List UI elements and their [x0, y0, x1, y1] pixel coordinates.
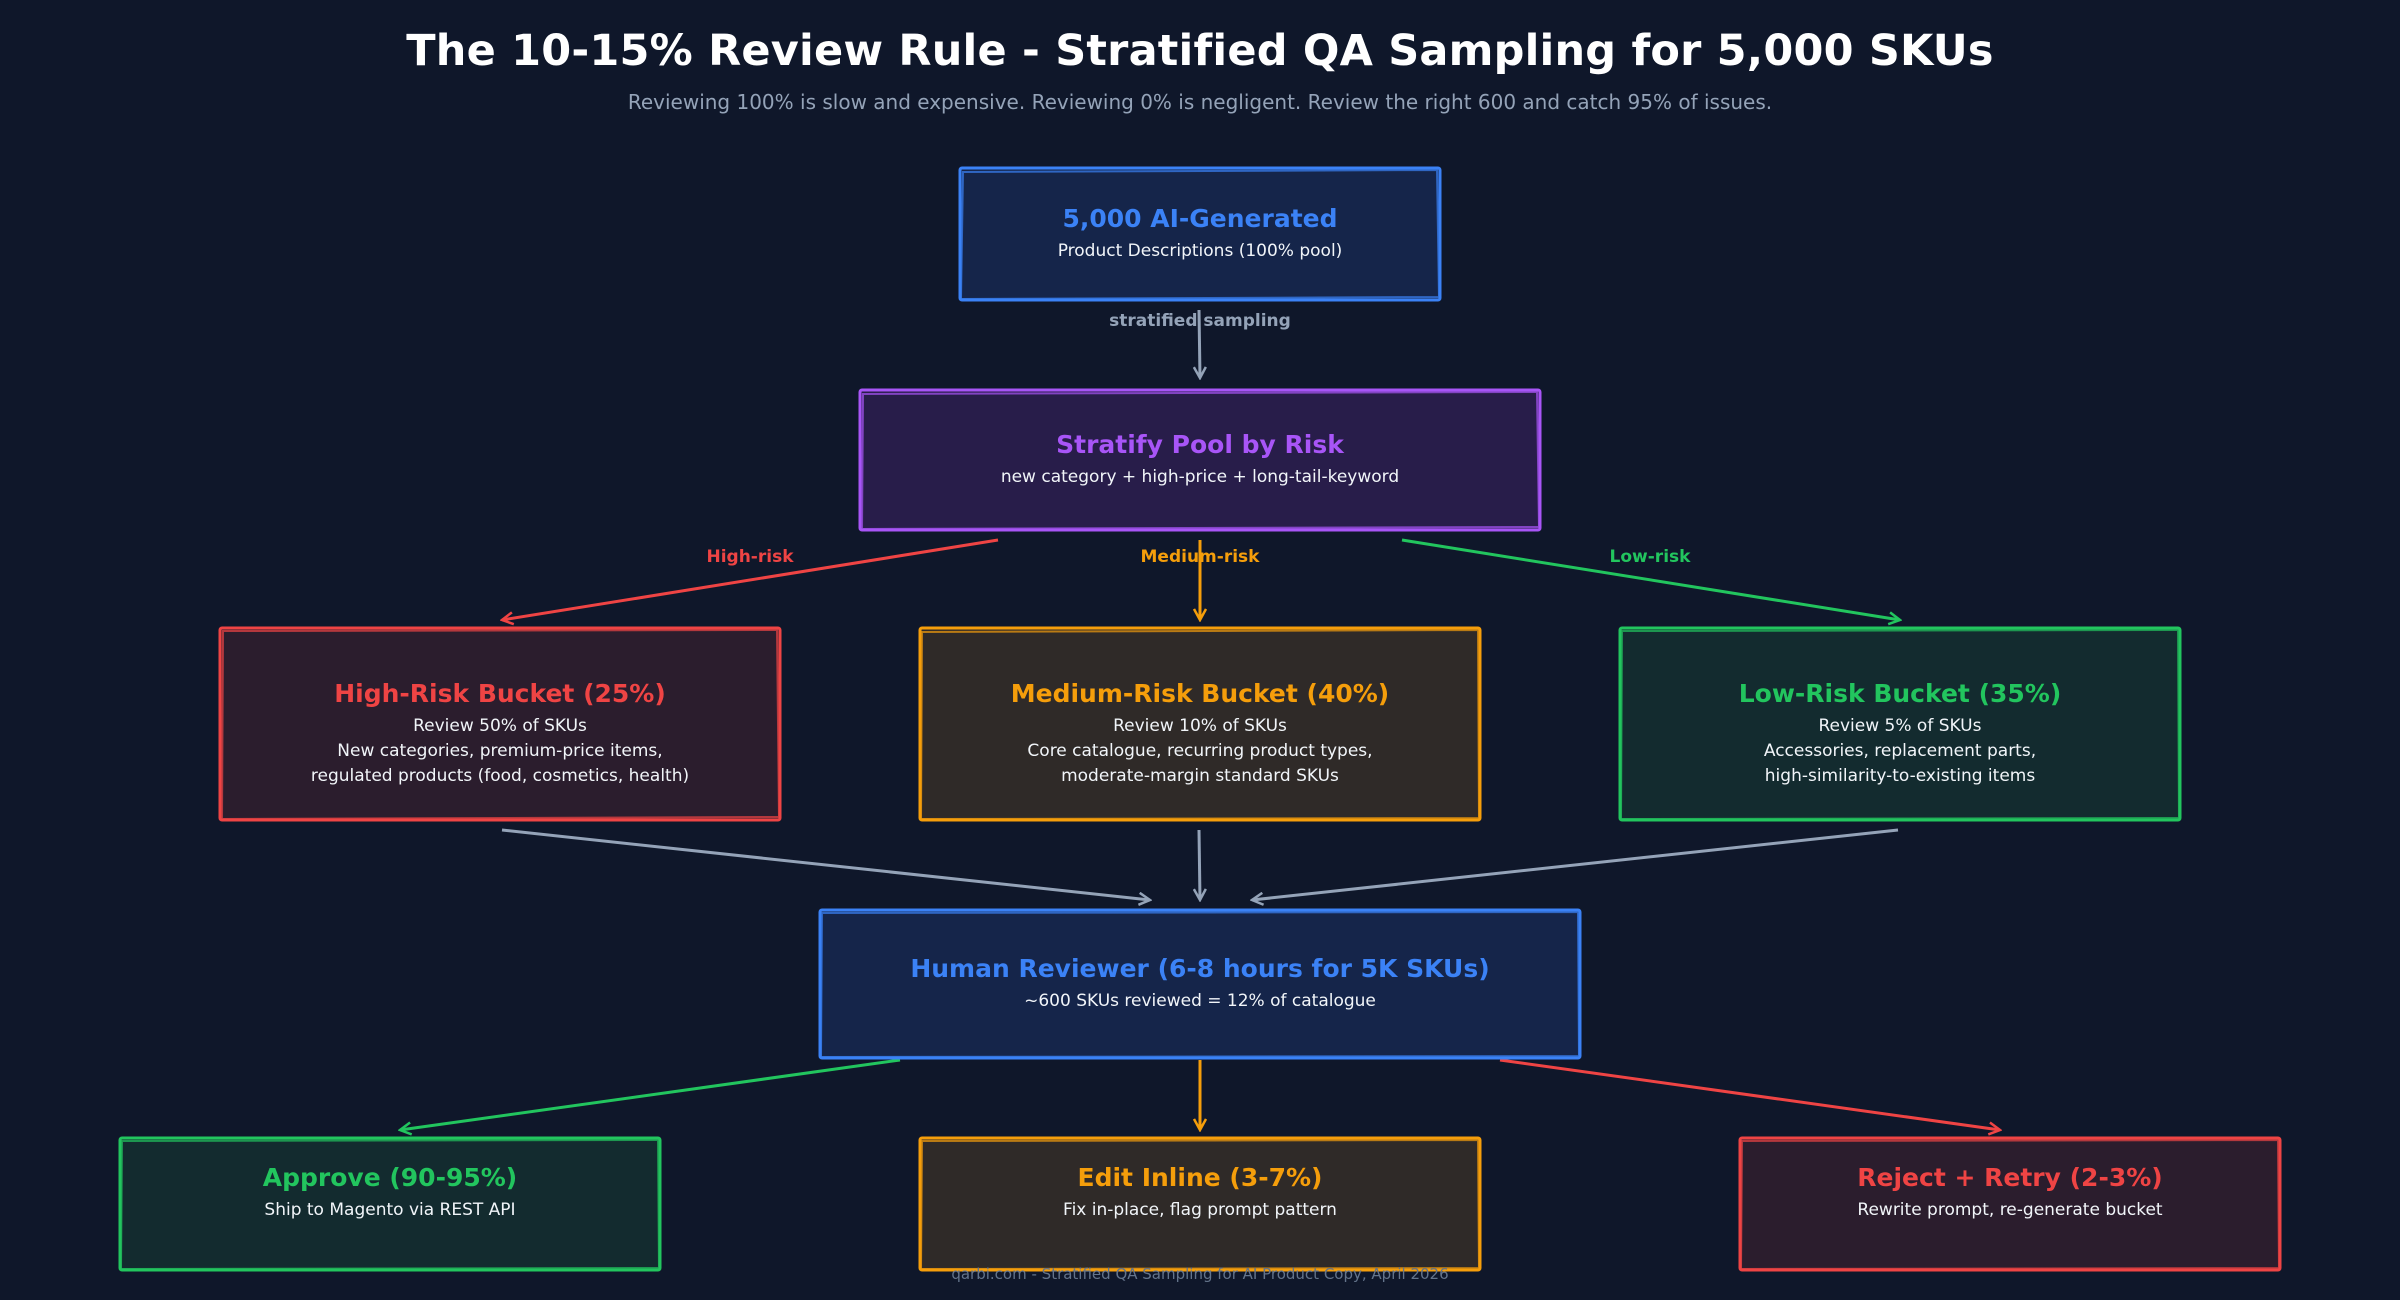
node-medium-title: Medium-Risk Bucket (40%) — [1010, 679, 1390, 708]
edge-label-high-risk: High-risk — [706, 547, 794, 567]
node-approve: Approve (90-95%) Ship to Magento via RES… — [120, 1138, 660, 1248]
node-reject-retry: Reject + Retry (2-3%) Rewrite prompt, re… — [1740, 1138, 2280, 1248]
arrow-pool-to-stratify — [1199, 309, 1200, 378]
node-low-review-rate: Review 5% of SKUs — [1818, 716, 1982, 736]
node-approve-desc: Ship to Magento via REST API — [264, 1200, 516, 1220]
node-low-title: Low-Risk Bucket (35%) — [1738, 679, 2062, 708]
node-high-review-rate: Review 50% of SKUs — [413, 716, 587, 736]
node-high-title: High-Risk Bucket (25%) — [334, 679, 666, 708]
node-reviewer-title: Human Reviewer (6-8 hours for 5K SKUs) — [910, 954, 1490, 983]
arrow-medium-to-reviewer — [1199, 829, 1200, 900]
arrow-low-to-reviewer — [1252, 828, 1899, 900]
arrow-to-approve — [400, 1058, 901, 1130]
arrow-to-high-bucket — [502, 538, 999, 620]
node-high-desc-1: New categories, premium-price items, — [337, 741, 663, 761]
node-high-risk-bucket: High-Risk Bucket (25%) Review 50% of SKU… — [220, 628, 780, 820]
node-pool-desc: Product Descriptions (100% pool) — [1057, 241, 1343, 261]
node-pool-title: 5,000 AI-Generated — [1062, 204, 1338, 233]
node-low-desc-2: high-similarity-to-existing items — [1764, 766, 2036, 786]
node-medium-desc-2: moderate-margin standard SKUs — [1061, 766, 1339, 786]
footer-credit: qarbi.com - Stratified QA Sampling for A… — [951, 1265, 1449, 1283]
diagram-subtitle: Reviewing 100% is slow and expensive. Re… — [627, 90, 1773, 114]
node-edit-title: Edit Inline (3-7%) — [1077, 1163, 1323, 1192]
node-stratify-desc: new category + high-price + long-tail-ke… — [1000, 467, 1400, 487]
node-reject-title: Reject + Retry (2-3%) — [1857, 1163, 2163, 1192]
node-frames — [118, 166, 2282, 1272]
arrow-to-reject — [1499, 1058, 2000, 1130]
node-reject-desc: Rewrite prompt, re-generate bucket — [1857, 1200, 2163, 1220]
edge-label-low-risk: Low-risk — [1609, 547, 1691, 567]
node-low-risk-bucket: Low-Risk Bucket (35%) Review 5% of SKUs … — [1620, 628, 2180, 820]
node-edit-inline: Edit Inline (3-7%) Fix in-place, flag pr… — [920, 1138, 1480, 1248]
node-low-desc-1: Accessories, replacement parts, — [1763, 741, 2037, 761]
node-pool: 5,000 AI-Generated Product Descriptions … — [960, 168, 1440, 300]
node-human-reviewer: Human Reviewer (6-8 hours for 5K SKUs) ~… — [820, 910, 1580, 1058]
node-medium-review-rate: Review 10% of SKUs — [1113, 716, 1287, 736]
node-approve-title: Approve (90-95%) — [262, 1163, 518, 1192]
node-medium-desc-1: Core catalogue, recurring product types, — [1027, 741, 1373, 761]
arrow-to-low-bucket — [1401, 538, 1900, 620]
node-medium-risk-bucket: Medium-Risk Bucket (40%) Review 10% of S… — [920, 628, 1480, 820]
diagram-title: The 10-15% Review Rule - Stratified QA S… — [406, 26, 1994, 76]
node-stratify-title: Stratify Pool by Risk — [1056, 430, 1344, 459]
node-edit-desc: Fix in-place, flag prompt pattern — [1063, 1200, 1337, 1220]
edge-label-stratified-sampling: stratified sampling — [1109, 311, 1291, 331]
arrow-high-to-reviewer — [501, 828, 1150, 900]
node-stratify: Stratify Pool by Risk new category + hig… — [860, 390, 1540, 530]
edge-label-medium-risk: Medium-risk — [1140, 547, 1260, 567]
node-high-desc-2: regulated products (food, cosmetics, hea… — [310, 766, 690, 786]
node-reviewer-desc: ~600 SKUs reviewed = 12% of catalogue — [1024, 991, 1376, 1011]
